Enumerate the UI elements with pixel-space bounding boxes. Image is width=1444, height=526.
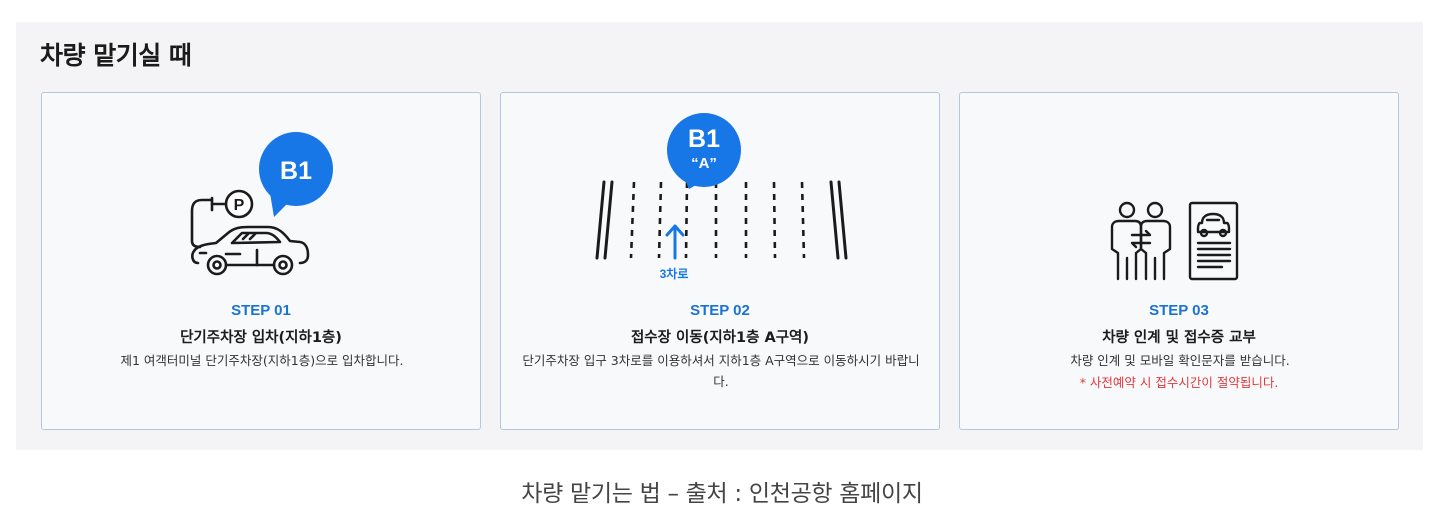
road-edge-lines xyxy=(595,180,848,260)
lane-dashes xyxy=(629,181,806,259)
step-label: STEP 03 xyxy=(1149,302,1209,319)
step-card-2: 3차로 B1 “A” STEP 02 접수장 이동(지하1층 A구역) 단기주차… xyxy=(500,92,940,430)
valet-steps-panel: 차량 맡기실 때 B1 P xyxy=(16,22,1423,450)
handover-illustration xyxy=(1110,201,1239,281)
step-description: 차량 인계 및 모바일 확인문자를 받습니다. xyxy=(1070,353,1290,368)
car-parking-illustration: B1 P xyxy=(190,132,333,276)
step-description: 제1 여객터미널 단기주차장(지하1층)으로 입차합니다. xyxy=(120,353,404,368)
b1-badge-icon: B1 xyxy=(259,132,333,217)
b1-a-badge-icon: B1 “A” xyxy=(667,113,741,189)
receipt-document-icon xyxy=(1188,201,1239,281)
step-title: 단기주차장 입차(지하1층) xyxy=(180,330,342,346)
panel-title: 차량 맡기실 때 xyxy=(40,41,192,70)
car-icon xyxy=(191,225,310,276)
reservation-note: * 사전예약 시 접수시간이 절약됩니다. xyxy=(1079,375,1279,390)
step-label: STEP 02 xyxy=(690,302,750,319)
parking-sign-icon xyxy=(190,189,254,249)
step2-badge-text: B1 xyxy=(688,125,720,153)
step1-badge-text: B1 xyxy=(280,157,312,185)
step-title: 차량 인계 및 접수증 교부 xyxy=(1102,330,1256,346)
up-arrow-icon xyxy=(665,224,685,260)
lane-illustration: 3차로 B1 “A” xyxy=(595,113,848,281)
lane-label: 3차로 xyxy=(660,266,689,281)
image-caption: 차량 맡기는 법 – 출처 : 인천공항 홈페이지 xyxy=(521,481,923,507)
step-label: STEP 01 xyxy=(231,302,291,319)
step-card-3: STEP 03 차량 인계 및 접수증 교부 차량 인계 및 모바일 확인문자를… xyxy=(959,92,1399,430)
people-exchange-icon xyxy=(1110,201,1172,281)
step-card-1: B1 P xyxy=(41,92,481,430)
step-title: 접수장 이동(지하1층 A구역) xyxy=(630,330,810,346)
step-description: 단기주차장 입구 3차로를 이용하셔서 지하1층 A구역으로 이동하시기 바랍니… xyxy=(522,353,920,389)
parking-sign-letter: P xyxy=(234,197,245,214)
step2-badge-subtext: “A” xyxy=(691,155,717,172)
